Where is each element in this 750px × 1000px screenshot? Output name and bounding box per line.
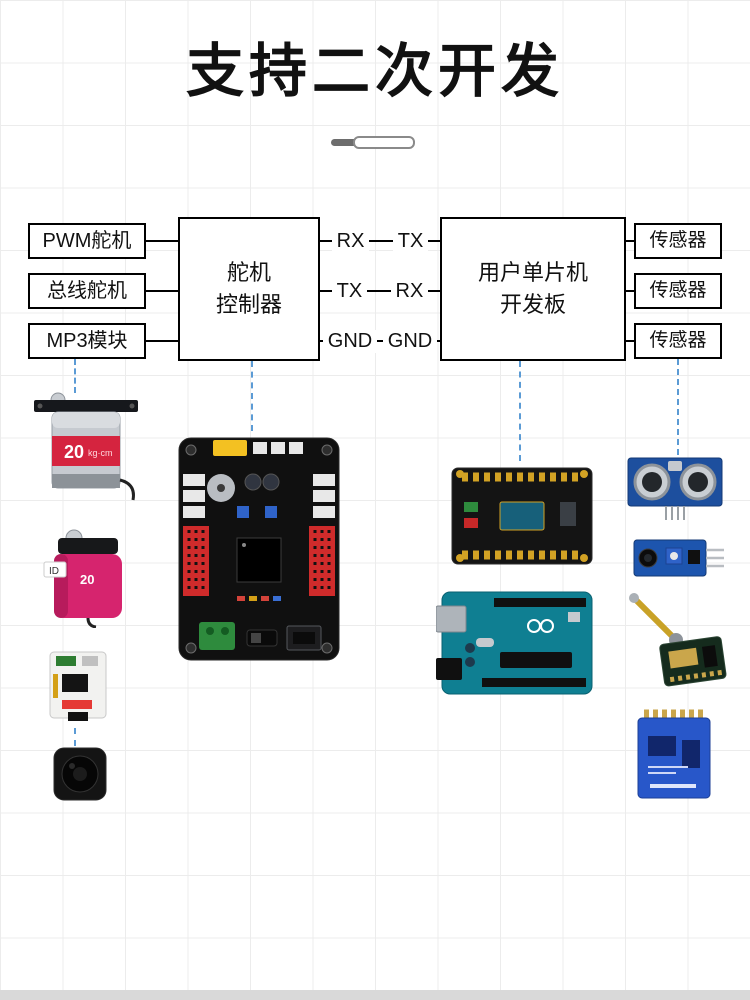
antenna-rf-module-graphic [629, 593, 727, 687]
connector-line [626, 340, 634, 342]
box-sensor-2: 传感器 [634, 273, 722, 309]
underline-outline [353, 136, 415, 149]
arduino-uno-photo [435, 586, 598, 705]
signal-label-rx: RX [390, 279, 429, 303]
speaker-graphic [53, 747, 107, 801]
servo-badge-unit: kg·cm [88, 448, 113, 458]
servo-controller-board-photo [173, 430, 345, 673]
signal-label-gnd: GND [322, 329, 378, 353]
box-user-mcu: 用户单片机 开发板 [440, 217, 626, 361]
bus-servo-badge: 20 [80, 572, 94, 587]
ultrasonic-sensor-graphic [627, 457, 723, 520]
mcu-expansion-board-photo [448, 460, 596, 577]
box-bus-servo: 总线舵机 [28, 273, 146, 309]
signal-label-tx: TX [392, 229, 429, 253]
servo-controller-line2: 控制器 [215, 292, 282, 317]
box-sensor-3-label: 传感器 [649, 330, 707, 352]
speaker-photo [52, 746, 108, 807]
connector-line [146, 240, 178, 242]
connector-line [146, 340, 178, 342]
underline-fill [331, 139, 357, 146]
box-mp3-module-label: MP3模块 [46, 329, 128, 352]
signal-row-1: RX TX [320, 225, 440, 257]
signal-row-2: TX RX [320, 275, 440, 307]
antenna-rf-module-photo [620, 590, 728, 695]
connector-line [626, 290, 634, 292]
user-mcu-line2: 开发板 [499, 292, 566, 317]
mp3-module-photo [42, 648, 114, 735]
signal-label-tx: TX [331, 279, 368, 303]
bus-servo-photo: ID 20 [36, 526, 140, 633]
dashed-line-mcu [519, 361, 521, 461]
signal-label-rx: RX [331, 229, 370, 253]
bus-servo-graphic: ID 20 [43, 529, 122, 629]
connector-line [626, 240, 634, 242]
box-mp3-module: MP3模块 [28, 323, 146, 359]
servo-controller-line1: 舵机 [226, 260, 271, 286]
dashed-line-left [74, 359, 76, 393]
page-title: 支持二次开发 [185, 39, 564, 104]
ir-sensor-photo [632, 530, 726, 591]
servo-controller-board-graphic [178, 437, 340, 661]
signal-label-gnd: GND [382, 329, 438, 353]
box-sensor-1: 传感器 [634, 223, 722, 259]
box-sensor-2-label: 传感器 [649, 280, 707, 302]
box-bus-servo-label: 总线舵机 [47, 279, 127, 302]
wireless-serial-module-graphic [637, 709, 711, 799]
dashed-line-sensors [677, 359, 679, 455]
box-pwm-servo: PWM舵机 [28, 223, 146, 259]
dashed-line-controller [251, 361, 253, 431]
connector-line [146, 290, 178, 292]
dashed-line-speaker [74, 728, 76, 746]
ir-sensor-graphic [633, 539, 724, 577]
pwm-servo-photo: 20 kg·cm [28, 390, 143, 507]
box-sensor-3: 传感器 [634, 323, 722, 359]
user-mcu-line1: 用户单片机 [477, 260, 588, 286]
mcu-expansion-board-graphic [451, 467, 593, 565]
box-pwm-servo-label: PWM舵机 [42, 229, 132, 252]
mp3-module-graphic [49, 651, 107, 721]
pwm-servo-graphic: 20 kg·cm [34, 392, 138, 501]
wireless-serial-module-photo [632, 706, 716, 811]
title-underline [331, 136, 415, 149]
signal-row-3: GND GND [320, 325, 440, 357]
box-servo-controller: 舵机 控制器 [178, 217, 320, 361]
ultrasonic-sensor-photo [626, 456, 724, 527]
bus-servo-sticker: ID [49, 566, 59, 577]
servo-badge-value: 20 [64, 442, 84, 462]
box-sensor-1-label: 传感器 [649, 230, 707, 252]
bottom-bar [0, 990, 750, 1000]
arduino-uno-graphic [435, 591, 593, 695]
